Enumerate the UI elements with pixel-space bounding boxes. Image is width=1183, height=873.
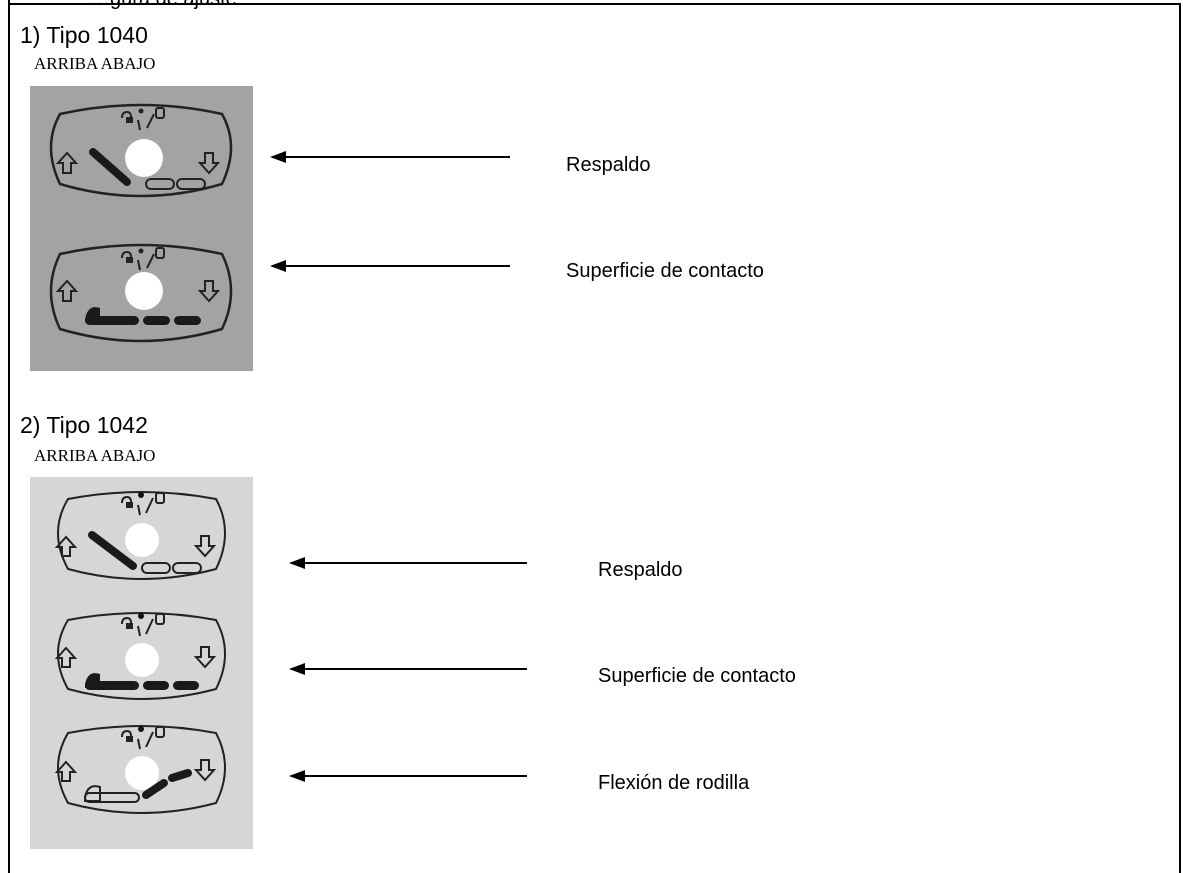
unlock-icon <box>121 110 133 123</box>
label-backrest-2: Respaldo <box>598 559 683 581</box>
label-seat-surface-1: Superficie de contacto <box>566 260 764 282</box>
label-backrest-1: Respaldo <box>566 154 651 176</box>
backrest-button[interactable] <box>49 103 233 198</box>
section1-title: 1) Tipo 1040 <box>20 22 148 48</box>
lock-icon <box>155 726 165 738</box>
seat-surface-icon <box>85 673 199 690</box>
section2-title: 2) Tipo 1042 <box>20 412 148 438</box>
label-knee-bend-2: Flexión de rodilla <box>598 772 750 794</box>
knee-bend-icon <box>84 769 192 803</box>
frame-right-border <box>1179 3 1181 873</box>
seat-surface-icon <box>85 307 201 325</box>
unlock-icon <box>121 616 133 629</box>
down-arrow-icon <box>193 535 217 558</box>
pointer-arrow-seat-2 <box>289 663 527 675</box>
pointer-arrow-backrest-2 <box>289 557 527 569</box>
up-arrow-icon <box>54 646 78 668</box>
backrest-icon <box>88 531 202 574</box>
unlock-icon <box>121 250 133 263</box>
up-arrow-icon <box>54 535 78 557</box>
frame-top-border <box>8 3 1180 5</box>
seat-surface-button[interactable] <box>54 612 226 700</box>
down-arrow-icon <box>197 280 221 303</box>
lock-icon <box>155 613 165 625</box>
pointer-arrow-knee-2 <box>289 770 527 782</box>
header-fragment: …gura de ajuste <box>90 0 237 11</box>
up-arrow-icon <box>54 760 78 782</box>
pointer-arrow-backrest-1 <box>270 151 510 163</box>
lock-icon <box>155 247 165 259</box>
pointer-arrow-seat-1 <box>270 260 510 272</box>
down-arrow-icon <box>193 759 217 782</box>
down-arrow-icon <box>197 152 221 175</box>
lock-icon <box>155 492 165 504</box>
type-1042-control-panel <box>30 477 253 849</box>
label-seat-surface-2: Superficie de contacto <box>598 665 796 687</box>
down-arrow-icon <box>193 646 217 669</box>
type-1040-control-panel <box>30 86 253 371</box>
up-arrow-icon <box>55 279 79 302</box>
backrest-button[interactable] <box>54 491 226 580</box>
frame-left-border <box>8 0 10 873</box>
backrest-icon <box>89 148 206 190</box>
section2-caption: ARRIBA ABAJO <box>34 446 156 465</box>
knee-bend-button[interactable] <box>54 725 226 814</box>
unlock-icon <box>121 729 133 742</box>
section1-caption: ARRIBA ABAJO <box>34 54 156 73</box>
unlock-icon <box>121 495 133 508</box>
lock-icon <box>155 107 165 119</box>
up-arrow-icon <box>55 151 79 174</box>
seat-surface-button[interactable] <box>49 243 233 343</box>
